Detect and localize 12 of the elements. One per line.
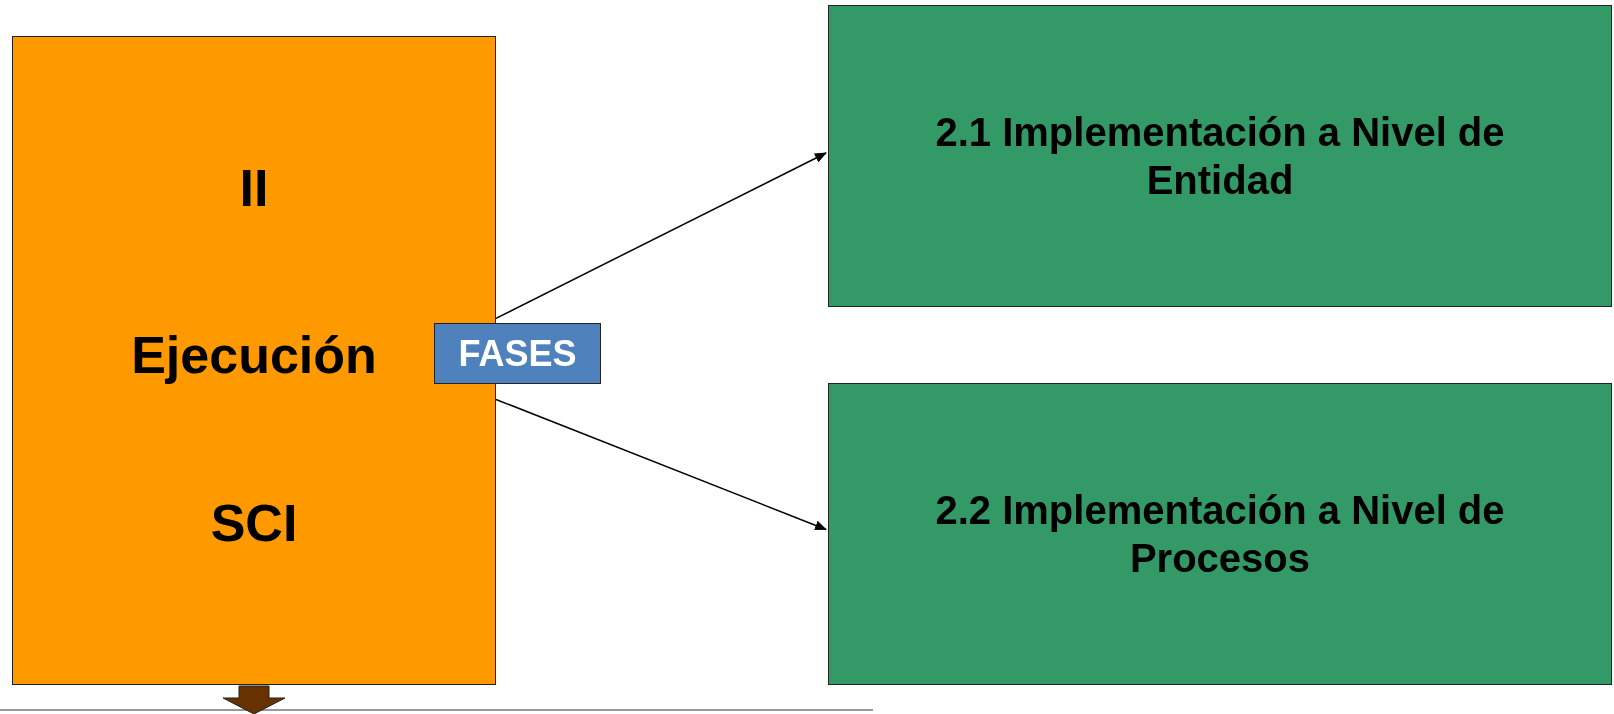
stage-label: II [239,158,269,219]
arrow [495,152,827,320]
phase-label: 2.1 Implementación a Nivel de Entidad [934,109,1506,204]
tag-label: FASES [458,331,577,376]
block-arrow [222,685,286,714]
tag-box [434,323,601,384]
stage-label: Ejecución [131,325,377,387]
phase-box [828,383,1612,685]
arrow [495,398,827,531]
phase-box [828,5,1612,307]
stage-label: SCI [210,492,298,554]
phase-label: 2.2 Implementación a Nivel de Procesos [934,487,1506,582]
